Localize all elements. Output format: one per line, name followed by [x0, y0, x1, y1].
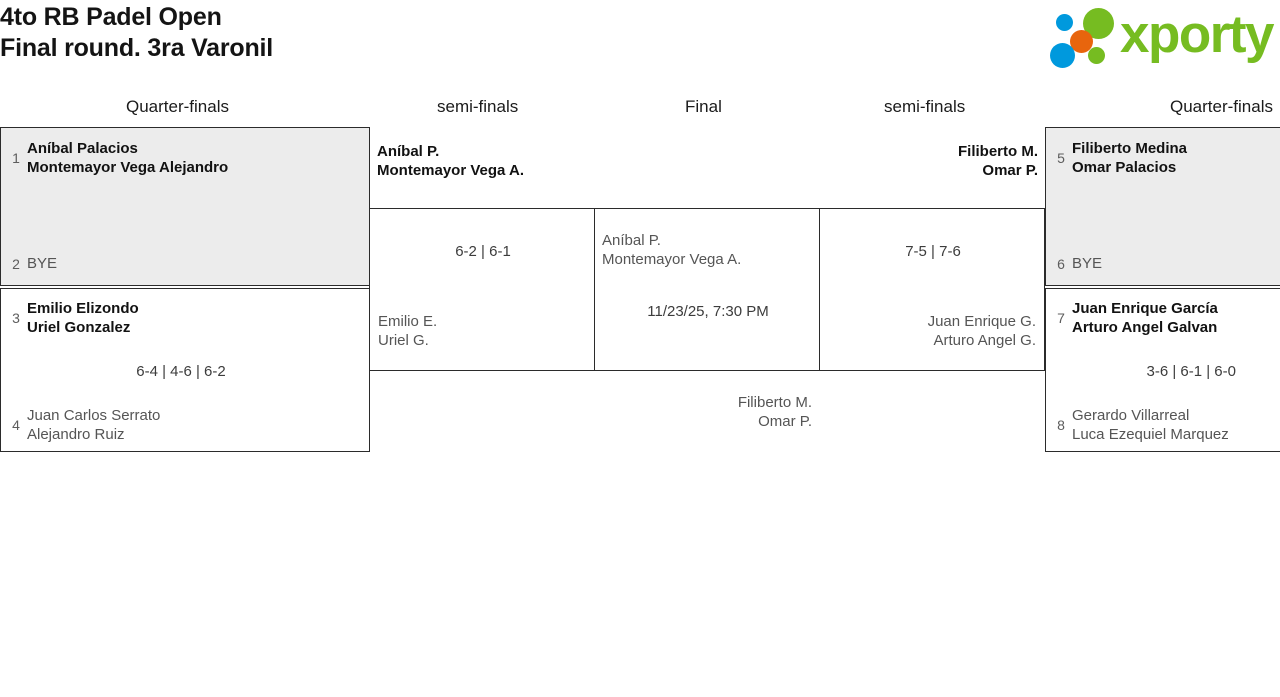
match-box-final[interactable]: 11/23/25, 7:30 PM [594, 208, 820, 371]
match-box-qf-right-2[interactable]: 7 Juan Enrique García Arturo Angel Galva… [1045, 288, 1280, 452]
team-names: Gerardo Villarreal Luca Ezequiel Marquez [1072, 407, 1229, 443]
team-names: Filiberto M. Omar P. [737, 394, 812, 430]
xporty-dots-icon [1050, 6, 1126, 68]
round-header-quarterfinals-right: Quarter-finals [1170, 97, 1273, 116]
seed-number: 4 [12, 417, 20, 433]
logo-dot-orange [1070, 30, 1093, 53]
team-names: Filiberto M. Omar P. [958, 143, 1038, 179]
team-slot-sf-right-bottom[interactable]: Juan Enrique G. Arturo Angel G. [928, 312, 1036, 350]
seed-number: 5 [1057, 150, 1065, 166]
team-names: Emilio E. Uriel G. [378, 313, 438, 349]
match-schedule-final: 11/23/25, 7:30 PM [647, 303, 769, 320]
team-names: Juan Carlos Serrato Alejandro Ruiz [27, 407, 161, 443]
team-slot-seed-1[interactable]: 1 Aníbal Palacios Montemayor Vega Alejan… [5, 139, 228, 177]
xporty-logo[interactable]: xporty [1042, 4, 1274, 68]
team-names: BYE [27, 255, 58, 272]
seed-number: 6 [1057, 255, 1065, 272]
team-slot-sf-left-top[interactable]: Aníbal P. Montemayor Vega A. [377, 142, 524, 180]
tournament-name: 4to RB Padel Open [0, 3, 222, 31]
team-slot-seed-8[interactable]: 8 Gerardo Villarreal Luca Ezequiel Marqu… [1050, 406, 1229, 444]
team-slot-sf-right-top[interactable]: Filiberto M. Omar P. [958, 142, 1038, 180]
match-score-sf-right: 7-5 | 7-6 [905, 243, 961, 260]
tournament-subtitle: Final round. 3ra Varonil [0, 34, 274, 62]
xporty-wordmark: xporty [1120, 5, 1274, 64]
team-names: Filiberto Medina Omar Palacios [1072, 140, 1188, 176]
team-names: Juan Enrique García Arturo Angel Galvan [1072, 300, 1218, 336]
team-slot-seed-3[interactable]: 3 Emilio Elizondo Uriel Gonzalez [5, 299, 139, 337]
seed-number: 1 [12, 150, 20, 166]
team-slot-seed-5[interactable]: 5 Filiberto Medina Omar Palacios [1050, 139, 1187, 177]
team-slot-seed-7[interactable]: 7 Juan Enrique García Arturo Angel Galva… [1050, 299, 1218, 337]
page-title: 4to RB Padel Open Final round. 3ra Varon… [0, 2, 273, 64]
match-box-qf-left-2[interactable]: 3 Emilio Elizondo Uriel Gonzalez 6-4 | 4… [0, 288, 370, 452]
round-header-semifinals-left: semi-finals [437, 97, 519, 116]
team-slot-final-top[interactable]: Aníbal P. Montemayor Vega A. [602, 231, 741, 269]
team-names: Aníbal P. Montemayor Vega A. [377, 143, 524, 179]
team-slot-seed-4[interactable]: 4 Juan Carlos Serrato Alejandro Ruiz [5, 406, 160, 444]
match-box-qf-right-1[interactable]: 5 Filiberto Medina Omar Palacios 6 BYE [1045, 127, 1280, 286]
round-header-final: Final [685, 97, 722, 116]
team-slot-seed-2[interactable]: 2 BYE [5, 254, 57, 273]
logo-dot-green-small [1088, 47, 1105, 64]
team-slot-seed-6[interactable]: 6 BYE [1050, 254, 1102, 273]
round-header-semifinals-right: semi-finals [884, 97, 966, 116]
match-box-qf-left-1[interactable]: 1 Aníbal Palacios Montemayor Vega Alejan… [0, 127, 370, 286]
seed-number: 3 [12, 310, 20, 326]
team-names: Juan Enrique G. Arturo Angel G. [927, 313, 1036, 349]
team-names: Emilio Elizondo Uriel Gonzalez [27, 300, 139, 336]
seed-number: 2 [12, 255, 20, 272]
page-header: 4to RB Padel Open Final round. 3ra Varon… [0, 0, 1280, 90]
team-names: Aníbal P. Montemayor Vega A. [602, 232, 742, 268]
seed-number: 8 [1057, 417, 1065, 433]
logo-dot-blue-large [1050, 43, 1075, 68]
seed-number: 7 [1057, 310, 1065, 326]
team-names: Aníbal Palacios Montemayor Vega Alejandr… [27, 140, 229, 176]
round-header-quarterfinals-left: Quarter-finals [126, 97, 229, 116]
team-slot-sf-left-bottom[interactable]: Emilio E. Uriel G. [378, 312, 437, 350]
match-box-sf-right[interactable]: 7-5 | 7-6 Juan Enrique G. Arturo Angel G… [819, 208, 1045, 371]
match-score-qf-right-2: 3-6 | 6-1 | 6-0 [1146, 363, 1236, 380]
match-box-sf-left[interactable]: 6-2 | 6-1 Emilio E. Uriel G. [369, 208, 595, 371]
team-slot-final-bottom[interactable]: Filiberto M. Omar P. [738, 393, 812, 431]
team-names: BYE [1072, 255, 1103, 272]
match-score-qf-left-2: 6-4 | 4-6 | 6-2 [136, 363, 226, 380]
match-score-sf-left: 6-2 | 6-1 [455, 243, 511, 260]
logo-dot-blue-small [1056, 14, 1073, 31]
